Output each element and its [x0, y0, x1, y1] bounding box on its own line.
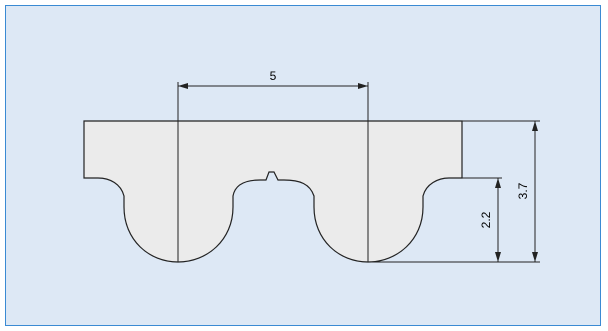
- tooth-height-arrow-top: [495, 178, 501, 188]
- total-height-arrow-bottom: [532, 252, 538, 262]
- total-height-label: 3.7: [516, 182, 530, 199]
- tooth-height-label: 2.2: [479, 211, 493, 228]
- pitch-arrow-right: [358, 83, 368, 89]
- tooth-height-arrow-bottom: [495, 252, 501, 262]
- pitch-label: 5: [270, 69, 277, 83]
- total-height-arrow-top: [532, 121, 538, 131]
- pitch-arrow-left: [178, 83, 188, 89]
- belt-profile: [83, 120, 463, 263]
